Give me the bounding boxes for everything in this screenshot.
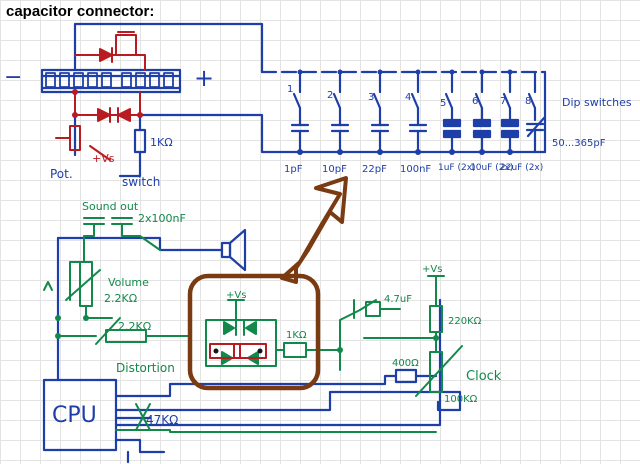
connector-pin (101, 72, 112, 88)
arrow-icon (280, 176, 348, 284)
cap-value-label: 22uF (2x) (500, 163, 543, 173)
clock-potentiometer (429, 351, 443, 393)
plus-symbol: + (194, 64, 214, 92)
dip-number: 8 (525, 96, 531, 107)
label-pot: Pot. (50, 167, 73, 181)
label-switch: switch (122, 175, 160, 189)
label-clock: Clock (466, 369, 502, 384)
cap-value-label: 10pF (322, 164, 347, 175)
red-circuit (55, 31, 146, 161)
connector-pin (87, 72, 98, 88)
diode-icon (99, 48, 113, 62)
resistor-400 (394, 368, 418, 384)
diode-icon (97, 108, 111, 122)
label-dist-r: 2.2KΩ (118, 320, 151, 333)
connector-pin (59, 72, 70, 88)
blue-circuit (40, 22, 547, 464)
cap-value-label: 22pF (362, 164, 387, 175)
label-100k: 100KΩ (444, 394, 478, 405)
dip-number: 3 (368, 92, 374, 103)
label-220k: 220KΩ (448, 316, 482, 327)
dip-number: 2 (327, 90, 333, 101)
connector-pin (45, 72, 56, 88)
connector-pin (149, 72, 160, 88)
dip-switch-bank (290, 70, 546, 154)
dip-number: 7 (500, 96, 506, 107)
label-2x100nf: 2x100nF (138, 212, 186, 225)
cap-value-label: 100nF (400, 164, 431, 175)
resistor-1k-mid (283, 342, 307, 358)
label-1k-mid: 1KΩ (286, 330, 307, 341)
label-dip-switches: Dip switches (562, 96, 632, 109)
label-volume: Volume (108, 276, 149, 289)
brown-highlight (187, 176, 348, 391)
cap-value-label: 1pF (284, 164, 303, 175)
connector-pin (121, 72, 132, 88)
label-trimmer: 50...365pF (552, 138, 606, 149)
diode-icon (117, 108, 131, 122)
connector-pin (163, 72, 174, 88)
connector-pin (135, 72, 146, 88)
label-vs-mid: +Vs (226, 290, 246, 301)
cap-value-label: 1uF (2x) (438, 163, 476, 173)
label-1k-ohm: 1KΩ (150, 136, 173, 149)
dip-number: 1 (287, 84, 293, 95)
dip-number: 6 (472, 96, 478, 107)
highlight-box (187, 273, 321, 391)
label-400: 400Ω (392, 358, 419, 369)
cap-value-label: 10uF (2x) (470, 163, 513, 173)
speaker-icon (220, 241, 232, 259)
dip-number: 4 (405, 92, 411, 103)
capacitor-connector (40, 68, 182, 94)
label-sound-out: Sound out (82, 200, 139, 213)
label-cpu: CPU (52, 403, 97, 428)
resistor-1k (133, 128, 147, 154)
page-title: capacitor connector: (6, 3, 155, 20)
speaker-cone (228, 228, 247, 272)
label-4u7: 4.7uF (384, 294, 412, 305)
label-vs-right: +Vs (422, 264, 442, 275)
label-volume-r: 2.2KΩ (104, 292, 137, 305)
cpu-chip (42, 378, 118, 452)
volume-potentiometer (79, 261, 93, 307)
label-distortion: Distortion (116, 361, 175, 375)
connector-pin (73, 72, 84, 88)
label-vs-red: +Vs (92, 152, 115, 165)
dip-number: 5 (440, 98, 446, 109)
minus-symbol: − (4, 65, 22, 90)
highlight-capacitor (209, 343, 267, 359)
label-47k: 47KΩ (146, 413, 178, 427)
green-circuit (43, 217, 463, 433)
